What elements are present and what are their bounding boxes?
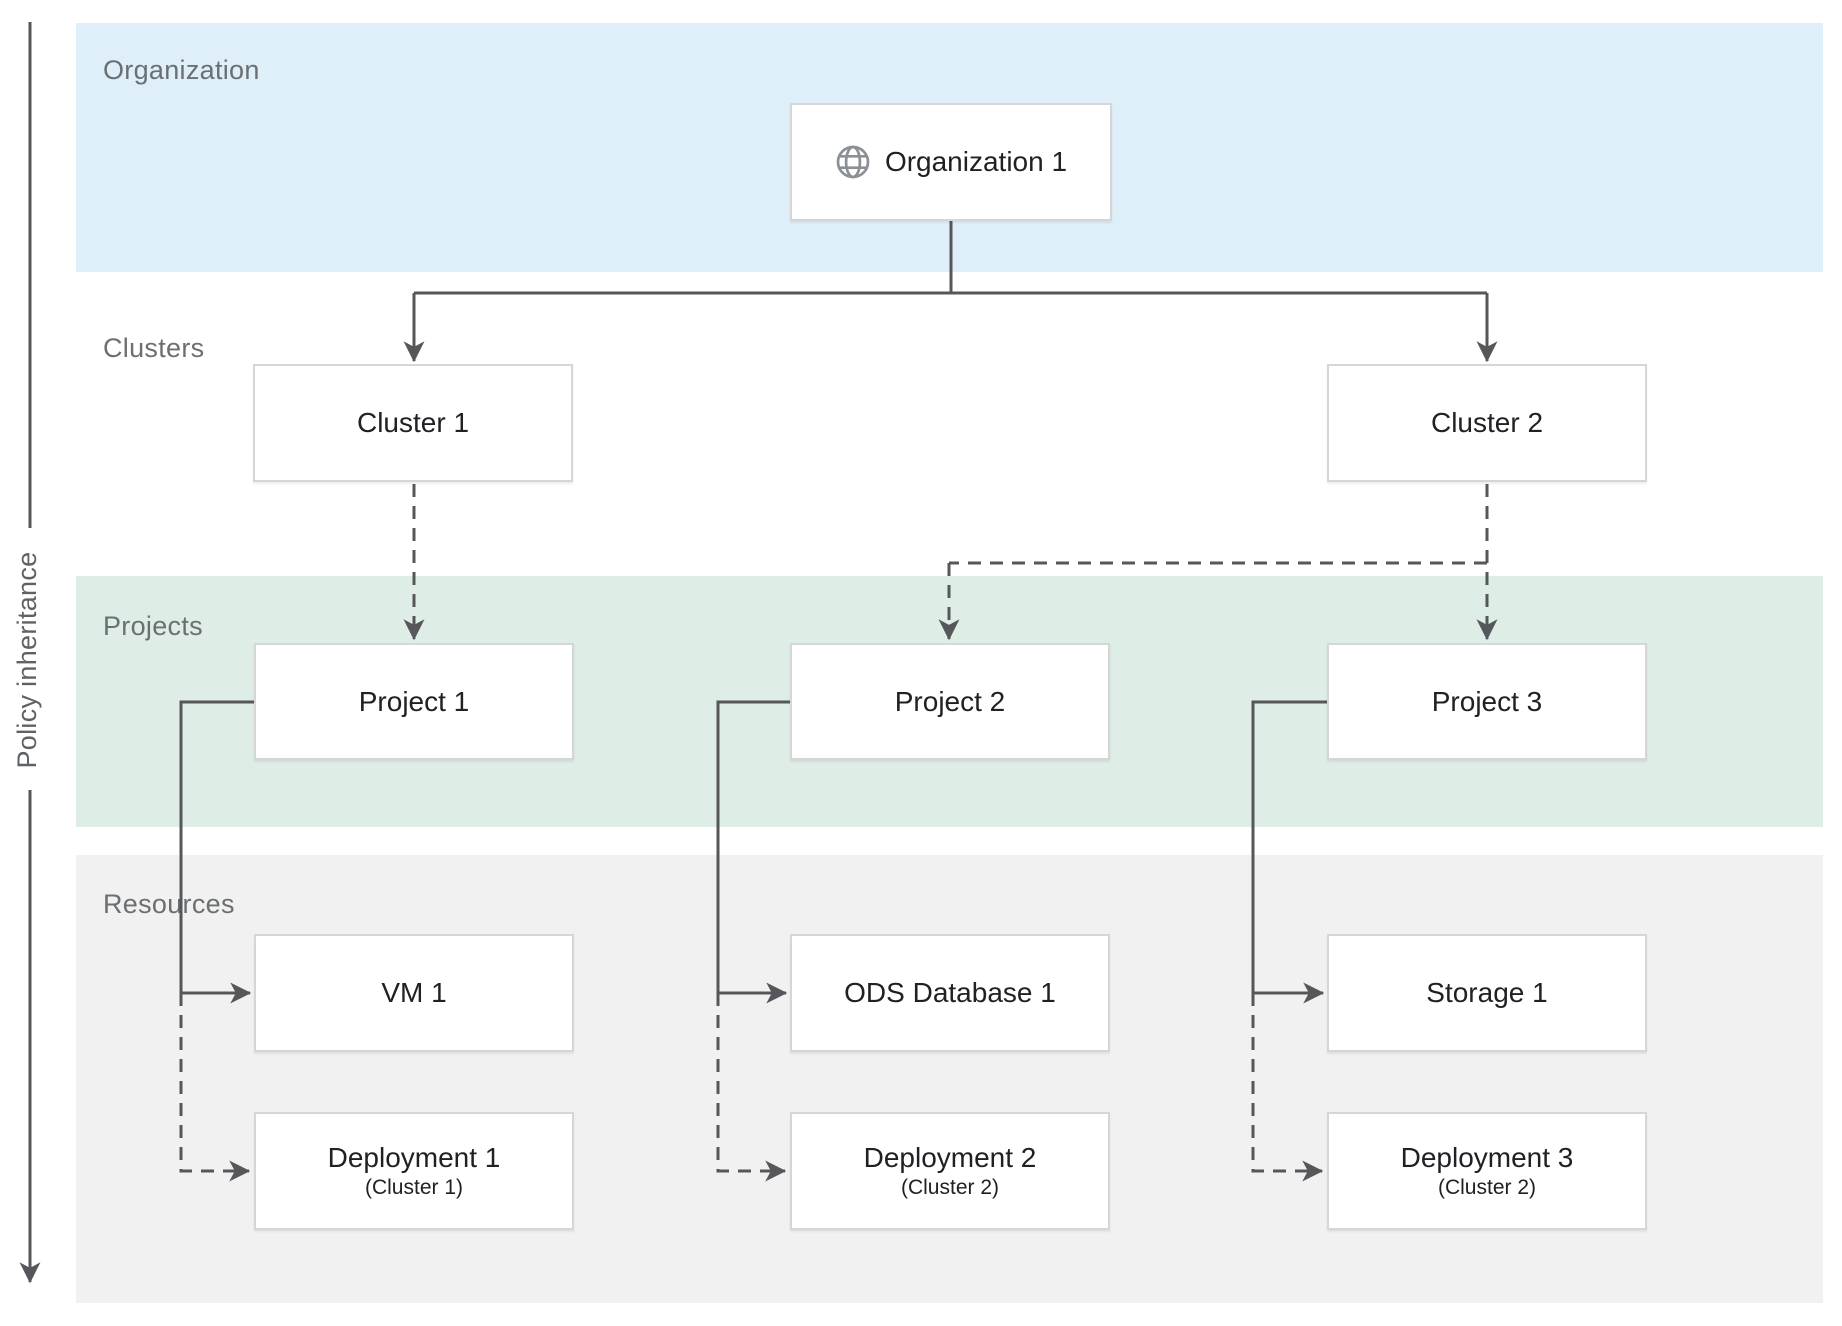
band-label-resources: Resources <box>103 889 235 919</box>
node-organization-1: Organization 1 <box>790 103 1112 221</box>
node-label: Organization 1 <box>884 146 1068 177</box>
node-cluster-2: Cluster 2 <box>1327 364 1647 482</box>
node-deployment-2: Deployment 2 (Cluster 2) <box>790 1112 1110 1230</box>
policy-inheritance-label: Policy inheritance <box>12 551 42 769</box>
band-label-clusters: Clusters <box>103 333 205 363</box>
node-vm-1: VM 1 <box>254 934 574 1052</box>
edge-project3-deployment3 <box>1251 993 1324 1182</box>
edge-project2-deployment2 <box>716 993 787 1182</box>
node-label: Deployment 2 <box>863 1141 1037 1173</box>
edge-project1-vm1 <box>179 700 254 1004</box>
node-project-3: Project 3 <box>1327 643 1647 760</box>
globe-icon <box>836 145 870 179</box>
edge-project3-storage1 <box>1251 700 1327 1004</box>
node-label: Deployment 1 <box>327 1141 501 1173</box>
node-storage-1: Storage 1 <box>1327 934 1647 1052</box>
node-label: VM 1 <box>381 977 447 1008</box>
node-label: Cluster 1 <box>356 407 470 438</box>
node-sublabel: (Cluster 2) <box>1437 1176 1537 1200</box>
edge-project2-ods1 <box>716 700 790 1004</box>
node-sublabel: (Cluster 1) <box>364 1176 464 1200</box>
node-cluster-1: Cluster 1 <box>253 364 573 482</box>
node-label: ODS Database 1 <box>844 977 1056 1008</box>
node-label: Project 1 <box>358 685 470 717</box>
node-label: Project 2 <box>894 685 1006 717</box>
node-label: Storage 1 <box>1426 977 1548 1008</box>
edge-organization1-trunk <box>414 221 1487 295</box>
node-ods-database-1: ODS Database 1 <box>790 934 1110 1052</box>
node-project-1: Project 1 <box>254 643 574 760</box>
edge-project1-deployment1 <box>179 993 251 1182</box>
band-label-projects: Projects <box>103 611 203 641</box>
node-label: Cluster 2 <box>1430 407 1544 438</box>
node-deployment-1: Deployment 1 (Cluster 1) <box>254 1112 574 1230</box>
band-label-organization: Organization <box>103 55 260 85</box>
node-label: Project 3 <box>1431 685 1543 717</box>
node-label: Deployment 3 <box>1400 1141 1574 1173</box>
node-project-2: Project 2 <box>790 643 1110 760</box>
node-deployment-3: Deployment 3 (Cluster 2) <box>1327 1112 1647 1230</box>
node-sublabel: (Cluster 2) <box>900 1176 1000 1200</box>
